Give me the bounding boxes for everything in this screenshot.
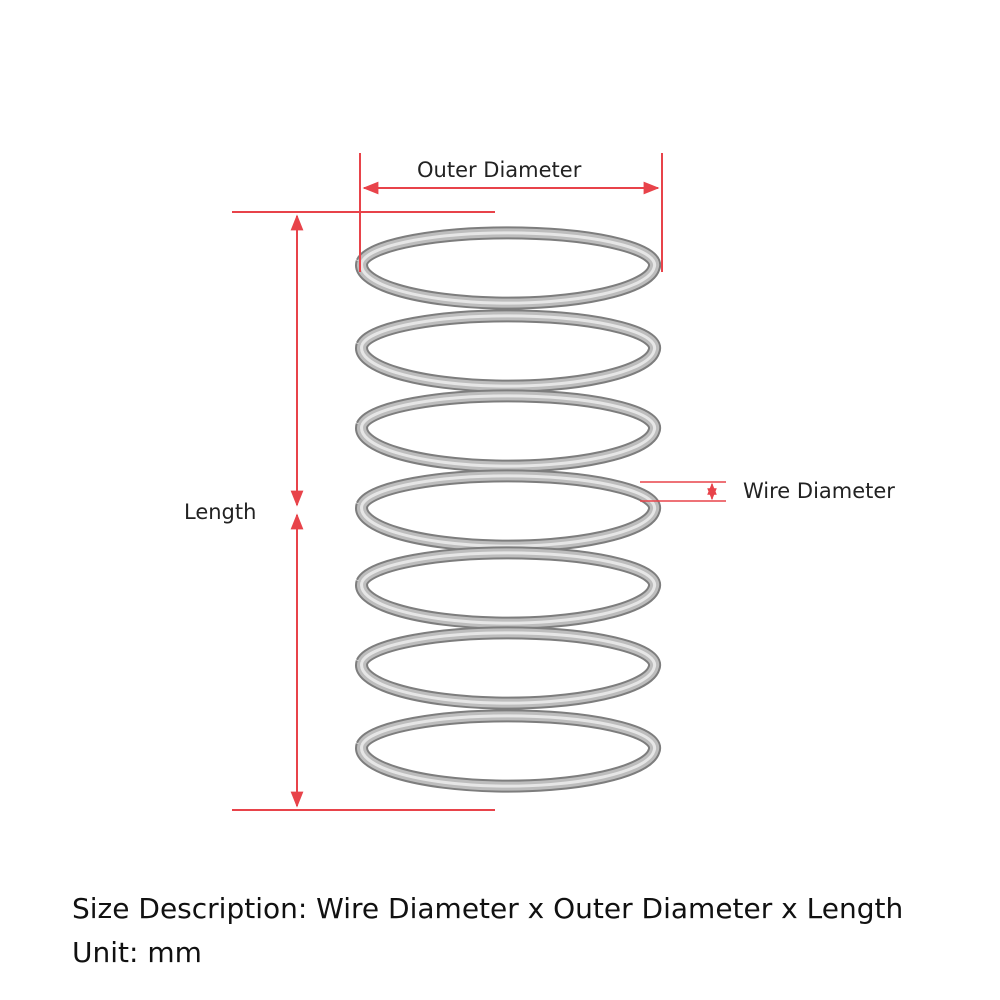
- spring-coil: [360, 474, 657, 548]
- spring-coil: [360, 551, 657, 625]
- unit-label: Unit: mm: [72, 936, 202, 969]
- spring-coil: [360, 714, 657, 788]
- spring-coil: [360, 231, 657, 305]
- spring-coil: [360, 394, 657, 468]
- wire-diameter-label: Wire Diameter: [743, 479, 895, 503]
- spring: [355, 226, 662, 793]
- spring-coil: [360, 631, 657, 705]
- dimension-lines: [232, 153, 726, 811]
- outer-diameter-label: Outer Diameter: [417, 158, 582, 182]
- size-description: Size Description: Wire Diameter x Outer …: [72, 892, 904, 925]
- spring-coil: [360, 314, 657, 388]
- length-label: Length: [184, 500, 257, 524]
